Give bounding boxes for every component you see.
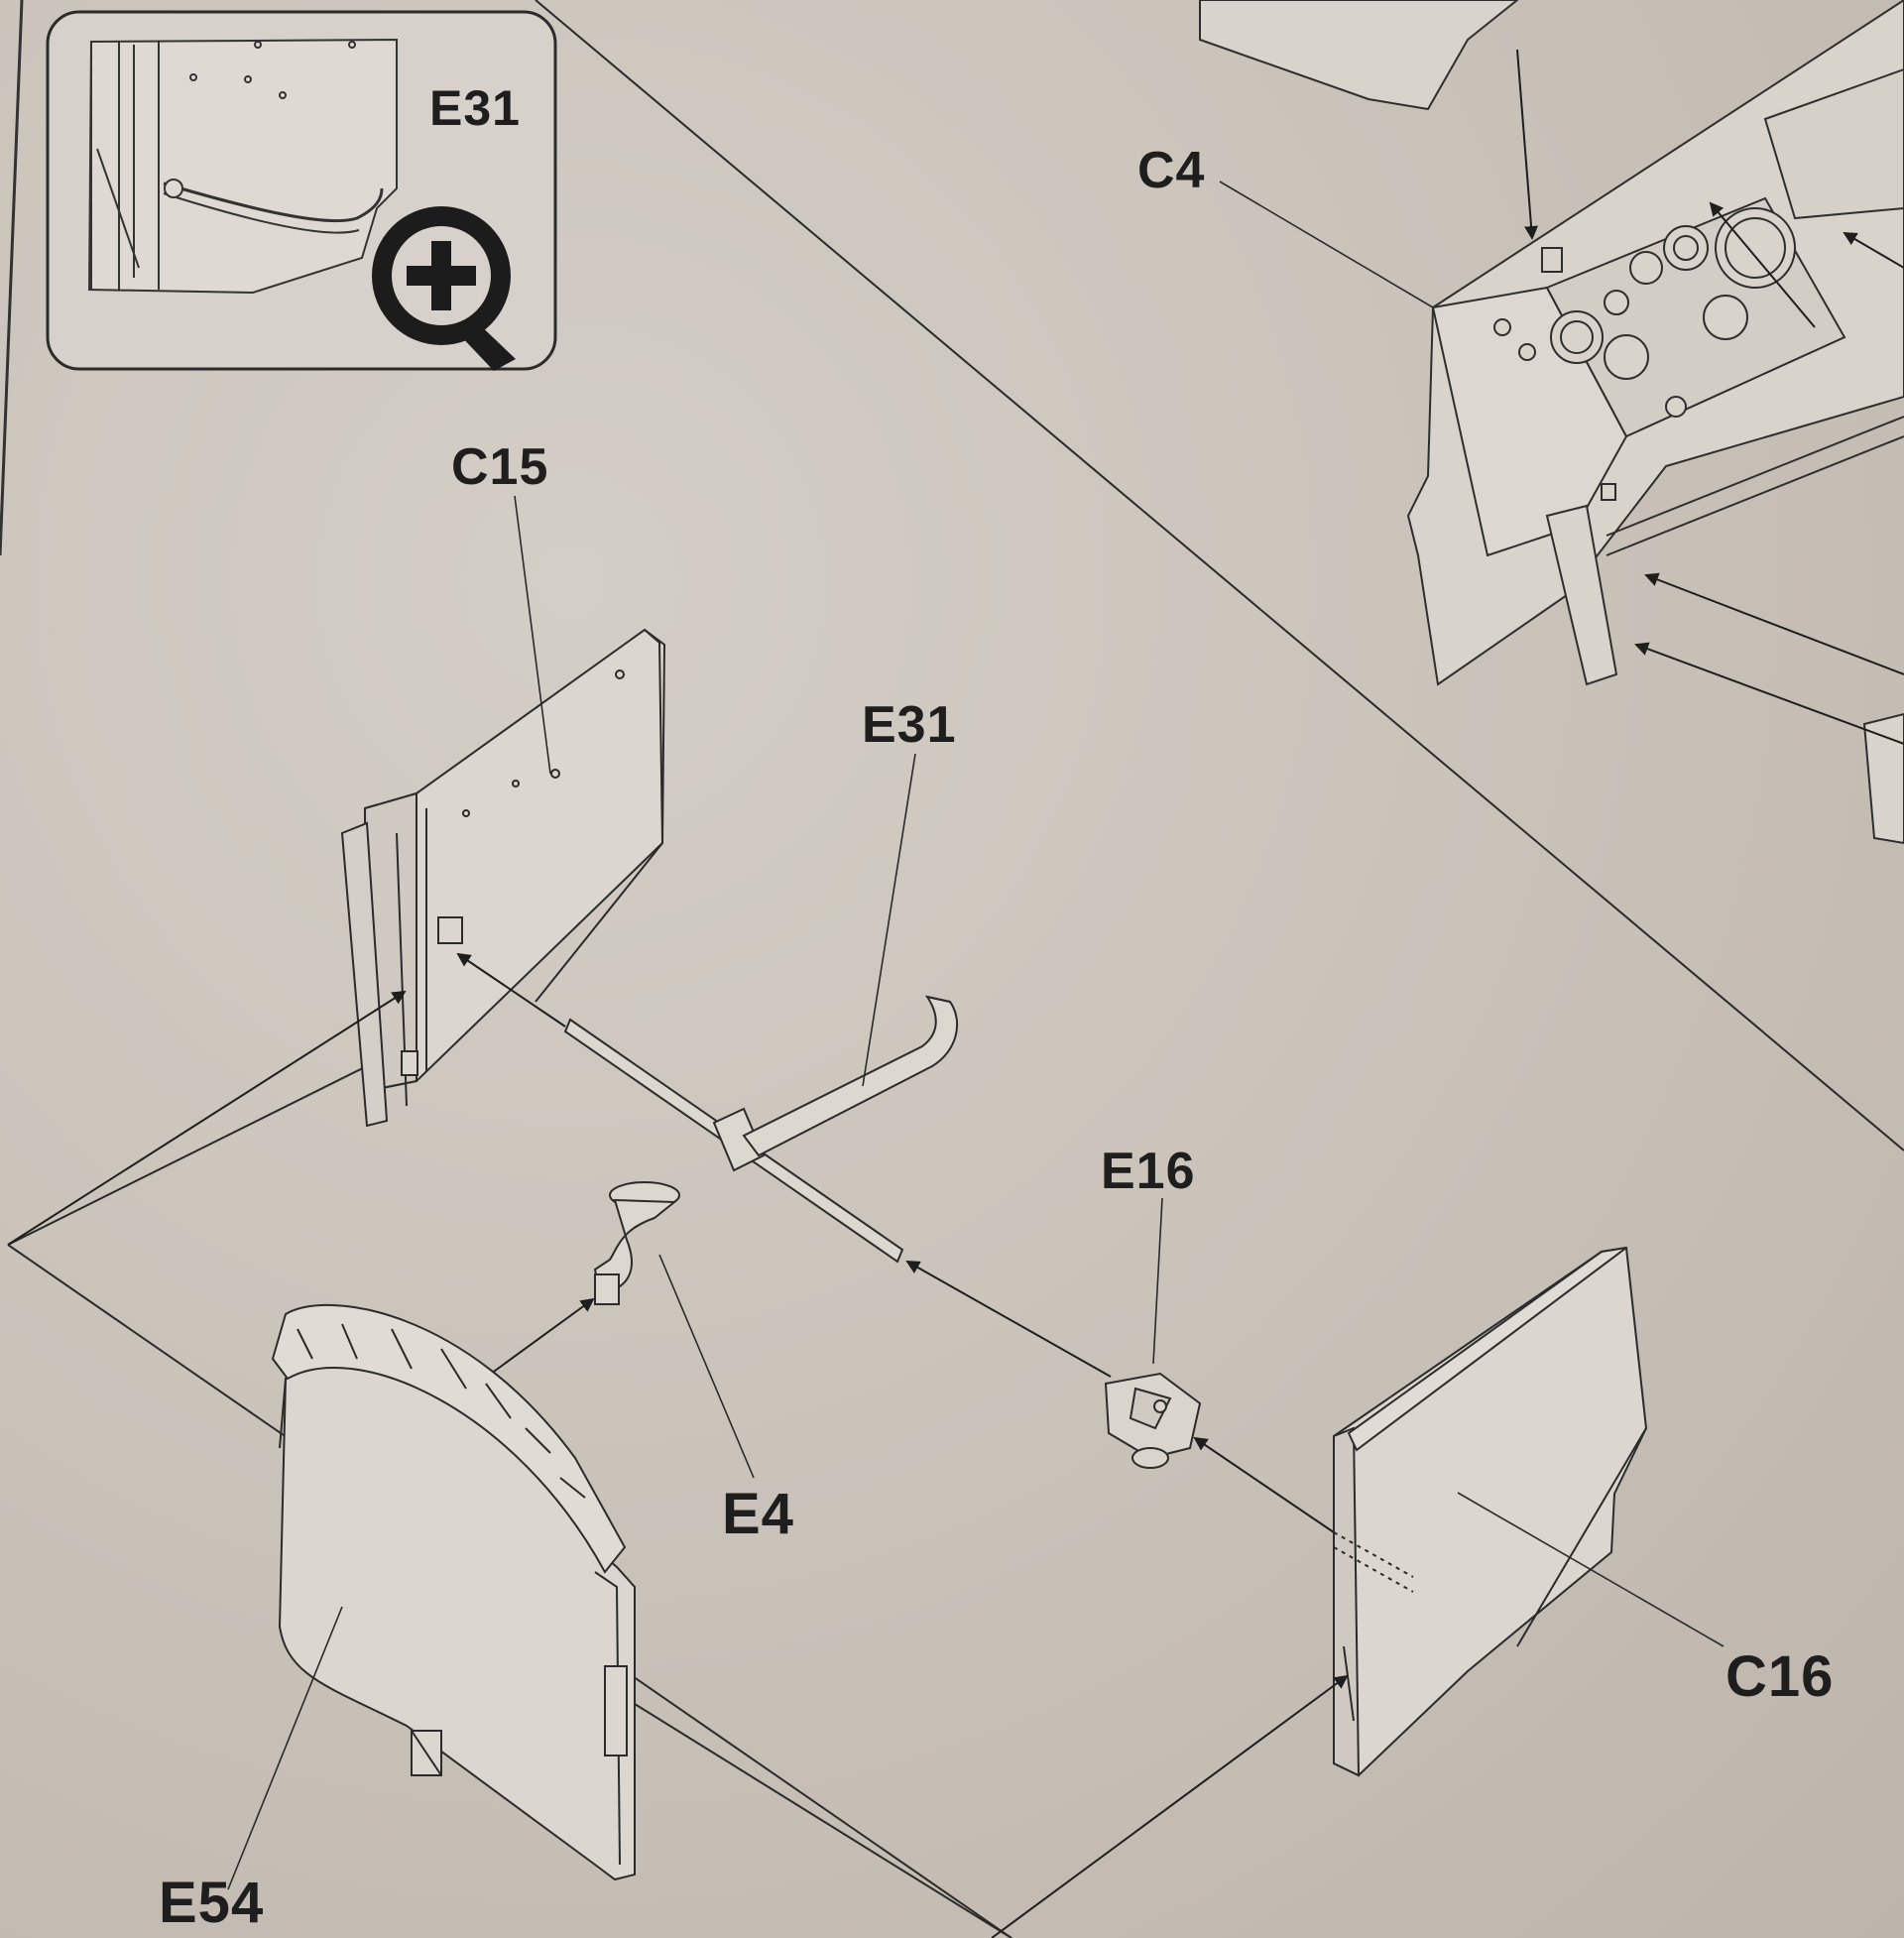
c4-firewall-part	[1199, 0, 1904, 845]
spacer-line	[635, 1671, 1347, 1706]
c4-leader	[1219, 181, 1434, 308]
detail-inset	[46, 10, 557, 371]
e16-arrow	[905, 1261, 1112, 1378]
label-e4: E4	[722, 1482, 794, 1546]
c15-leader	[514, 495, 551, 775]
page-border-line	[0, 0, 24, 556]
c16-arrow	[991, 1674, 1349, 1938]
inset-panel-drawing	[87, 38, 398, 295]
e31-rod	[563, 995, 959, 1264]
e54-leader	[227, 1606, 343, 1890]
e4-fitting	[593, 1181, 680, 1305]
e31-leader	[862, 753, 916, 1087]
label-e16: E16	[1101, 1143, 1196, 1200]
c16-hidden-lines	[1333, 1531, 1414, 1593]
inset-label-e31: E31	[429, 80, 521, 136]
e4-leader	[658, 1254, 755, 1479]
e31-arrow	[456, 952, 566, 1028]
label-e31: E31	[862, 696, 957, 754]
label-c16: C16	[1726, 1644, 1835, 1709]
label-c15: C15	[451, 438, 549, 496]
e54-curved-panel	[271, 1304, 636, 1881]
e16-leader	[1152, 1197, 1163, 1365]
e4-arrow	[490, 1297, 595, 1375]
c16-to-e16-arrow	[1193, 1436, 1335, 1533]
label-e54: E54	[159, 1871, 265, 1935]
c15-arrow	[7, 990, 407, 1246]
c16-leader	[1457, 1492, 1725, 1647]
c15-side-panel	[340, 628, 666, 1128]
c4-arrows	[1516, 49, 1904, 745]
magnifier-plus-icon	[372, 206, 516, 371]
e16-valve	[1104, 1372, 1202, 1469]
label-c4: C4	[1137, 142, 1206, 199]
baseline-lower	[634, 1703, 1012, 1938]
